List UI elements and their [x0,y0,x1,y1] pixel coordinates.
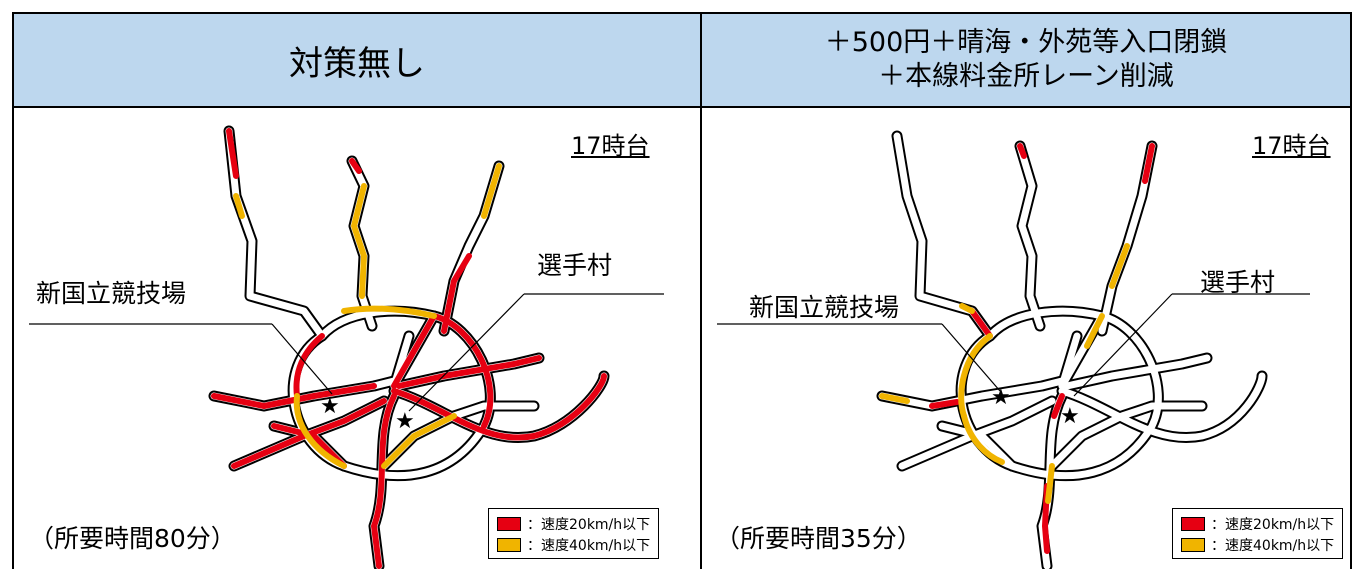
header-title-line1: ＋500円＋晴海・外苑等入口閉鎖 [824,27,1228,58]
venue-label: 新国立競技場 [749,293,900,322]
legend: ：速度20km/h以下 ：速度40km/h以下 [1172,508,1344,559]
required-time: （所要時間80分） [29,524,236,553]
village-label: 選手村 [537,251,613,280]
time-label: 17時台 [1252,132,1331,160]
map-panel-no-measures: ★ ★ 17時台 新国立競技場 選手村 （所要時間80分） ：速度20km/h以… [12,106,702,569]
red-swatch [497,516,521,531]
star-icon: ★ [1060,404,1080,429]
star-icon: ★ [320,394,340,419]
legend: ：速度20km/h以下 ：速度40km/h以下 [488,508,660,559]
expressway-map: ★ ★ [717,130,1310,569]
time-label: 17時台 [571,132,650,160]
header-title: 対策無し [289,43,425,84]
legend-item-yellow: ：速度40km/h以下 [497,534,650,555]
legend-item-red: ：速度20km/h以下 [497,513,650,534]
red-swatch [1181,516,1205,531]
comparison-table: 対策無し ＋500円＋晴海・外苑等入口閉鎖 ＋本線料金所レーン削減 [12,12,1352,569]
star-icon: ★ [395,409,415,434]
expressway-map: ★ ★ [29,125,664,569]
header-no-measures: 対策無し [12,12,702,108]
yellow-swatch [1181,537,1205,552]
village-label: 選手村 [1200,268,1276,297]
venue-label: 新国立競技場 [36,279,187,308]
legend-item-yellow: ：速度40km/h以下 [1181,534,1334,555]
legend-item-red: ：速度20km/h以下 [1181,513,1334,534]
star-icon: ★ [991,385,1011,410]
map-panel-with-measures: ★ ★ 17時台 新国立競技場 選手村 （所要時間35分） ：速度20km/h以… [700,106,1352,569]
required-time: （所要時間35分） [715,524,922,553]
header-with-measures: ＋500円＋晴海・外苑等入口閉鎖 ＋本線料金所レーン削減 [700,12,1352,108]
header-title-line2: ＋本線料金所レーン削減 [878,61,1174,92]
yellow-swatch [497,537,521,552]
